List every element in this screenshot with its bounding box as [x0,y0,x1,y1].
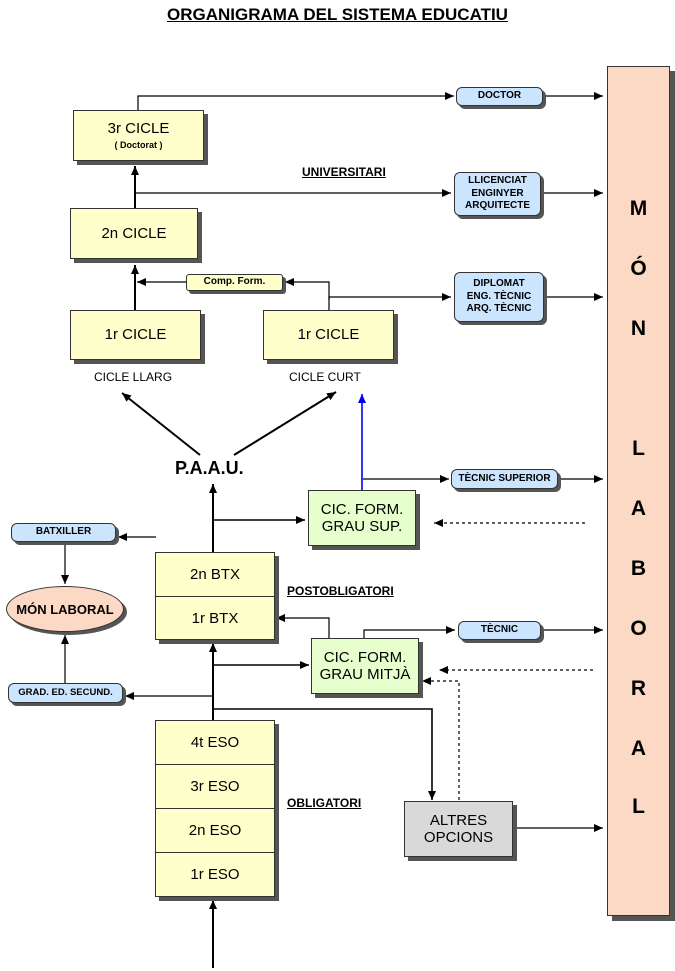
label-postobligatori: POSTOBLIGATORI [287,584,394,598]
laboral-letter: L [632,795,645,818]
label-cicle-llarg: CICLE LLARG [94,370,173,384]
box-comp-form: Comp. Form. [186,274,283,291]
arrow-curt-diplomat [328,293,451,301]
laboral-letter: B [630,557,647,580]
box-1r-cicle-llarg: 1r CICLE [70,310,201,360]
diagram-title: ORGANIGRAMA DEL SISTEMA EDUCATIU [167,5,508,24]
stack-batxillerat: 2n BTX 1r BTX [155,552,275,640]
box-2n-cicle-label: 2n CICLE [101,224,167,242]
laboral-letter: O [630,617,647,640]
box-cfgm-line2: GRAU MITJÀ [319,666,411,683]
pill-llicenciat-line3: ARQUITECTE [465,200,530,212]
pill-grad-ed-secund: GRAD. ED. SECUND. [8,683,123,703]
laboral-letter: Ó [630,257,647,280]
box-altres-opcions: ALTRES OPCIONS [404,801,513,857]
box-1r-btx: 1r BTX [191,609,239,627]
pill-diplomat-line1: DIPLOMAT [473,278,525,290]
ellipse-mon-laboral: MÓN LABORAL [6,586,124,632]
arrow-paau-llarg [121,392,201,456]
box-cfgs: CIC. FORM. GRAU SUP. [308,490,416,546]
box-cfgs-line2: GRAU SUP. [321,518,403,535]
pill-llicenciat-line2: ENGINYER [471,187,524,199]
arrow-cfgm-tecnic [363,626,455,638]
box-1r-cicle-curt: 1r CICLE [263,310,394,360]
box-2n-btx: 2n BTX [156,553,274,597]
box-4t-eso: 4t ESO [156,721,274,765]
box-1r-eso: 1r ESO [190,866,240,883]
box-3r-cicle-label: 3r CICLE [107,120,170,138]
pill-diplomat-line2: ENG. TÈCNIC [466,290,532,302]
box-1r-cicle-curt-label: 1r CICLE [297,326,360,344]
laboral-letter: N [630,317,647,340]
laboral-letter: A [630,497,647,520]
pill-diplomat-line3: ARQ. TÈCNIC [466,303,532,315]
box-altres-line2: OPCIONS [423,829,494,846]
pill-batxiller: BATXILLER [11,523,116,542]
laboral-letter: A [630,737,647,760]
laboral-letter: L [632,437,645,460]
laboral-letter: R [630,677,647,700]
box-3r-eso: 3r ESO [156,765,274,809]
pill-doctor: DOCTOR [456,87,543,106]
box-altres-line1: ALTRES [429,811,488,829]
label-universitari: UNIVERSITARI [302,165,386,179]
box-3r-cicle-sub: ( Doctorat ) [114,140,163,151]
box-1r-cicle-llarg-label: 1r CICLE [104,326,167,344]
arrow-3rcicle-doctor [137,92,454,110]
box-cfgm: CIC. FORM. GRAU MITJÀ [311,638,419,694]
pill-llicenciat: LLICENCIAT ENGINYER ARQUITECTE [454,172,541,216]
label-obligatori: OBLIGATORI [287,796,362,810]
box-2n-cicle: 2n CICLE [70,208,198,259]
pill-diplomat: DIPLOMAT ENG. TÈCNIC ARQ. TÈCNIC [454,272,544,322]
box-cfgm-line1: CIC. FORM. [323,648,407,666]
arrow-eso-altres [213,708,436,800]
dashed-altres-cfgm [422,677,460,800]
pill-llicenciat-line1: LLICENCIAT [468,175,527,187]
box-2n-eso: 2n ESO [156,809,274,853]
box-cfgs-line1: CIC. FORM. [320,500,404,518]
arrow-paau-curt [233,391,337,456]
laboral-letter: M [629,197,648,220]
pill-tecnic-superior: TÈCNIC SUPERIOR [451,469,558,489]
pill-tecnic: TÈCNIC [458,621,541,640]
label-cicle-curt: CICLE CURT [289,370,361,384]
label-paau: P.A.A.U. [175,458,244,478]
arrow-curt-compform [285,278,330,310]
arrow-cfgm-btx [276,614,330,638]
bar-mon-laboral: M Ó N L A B O R A L [607,66,670,916]
stack-eso: 4t ESO 3r ESO 2n ESO 1r ESO [155,720,275,897]
box-3r-cicle: 3r CICLE ( Doctorat ) [73,110,204,161]
